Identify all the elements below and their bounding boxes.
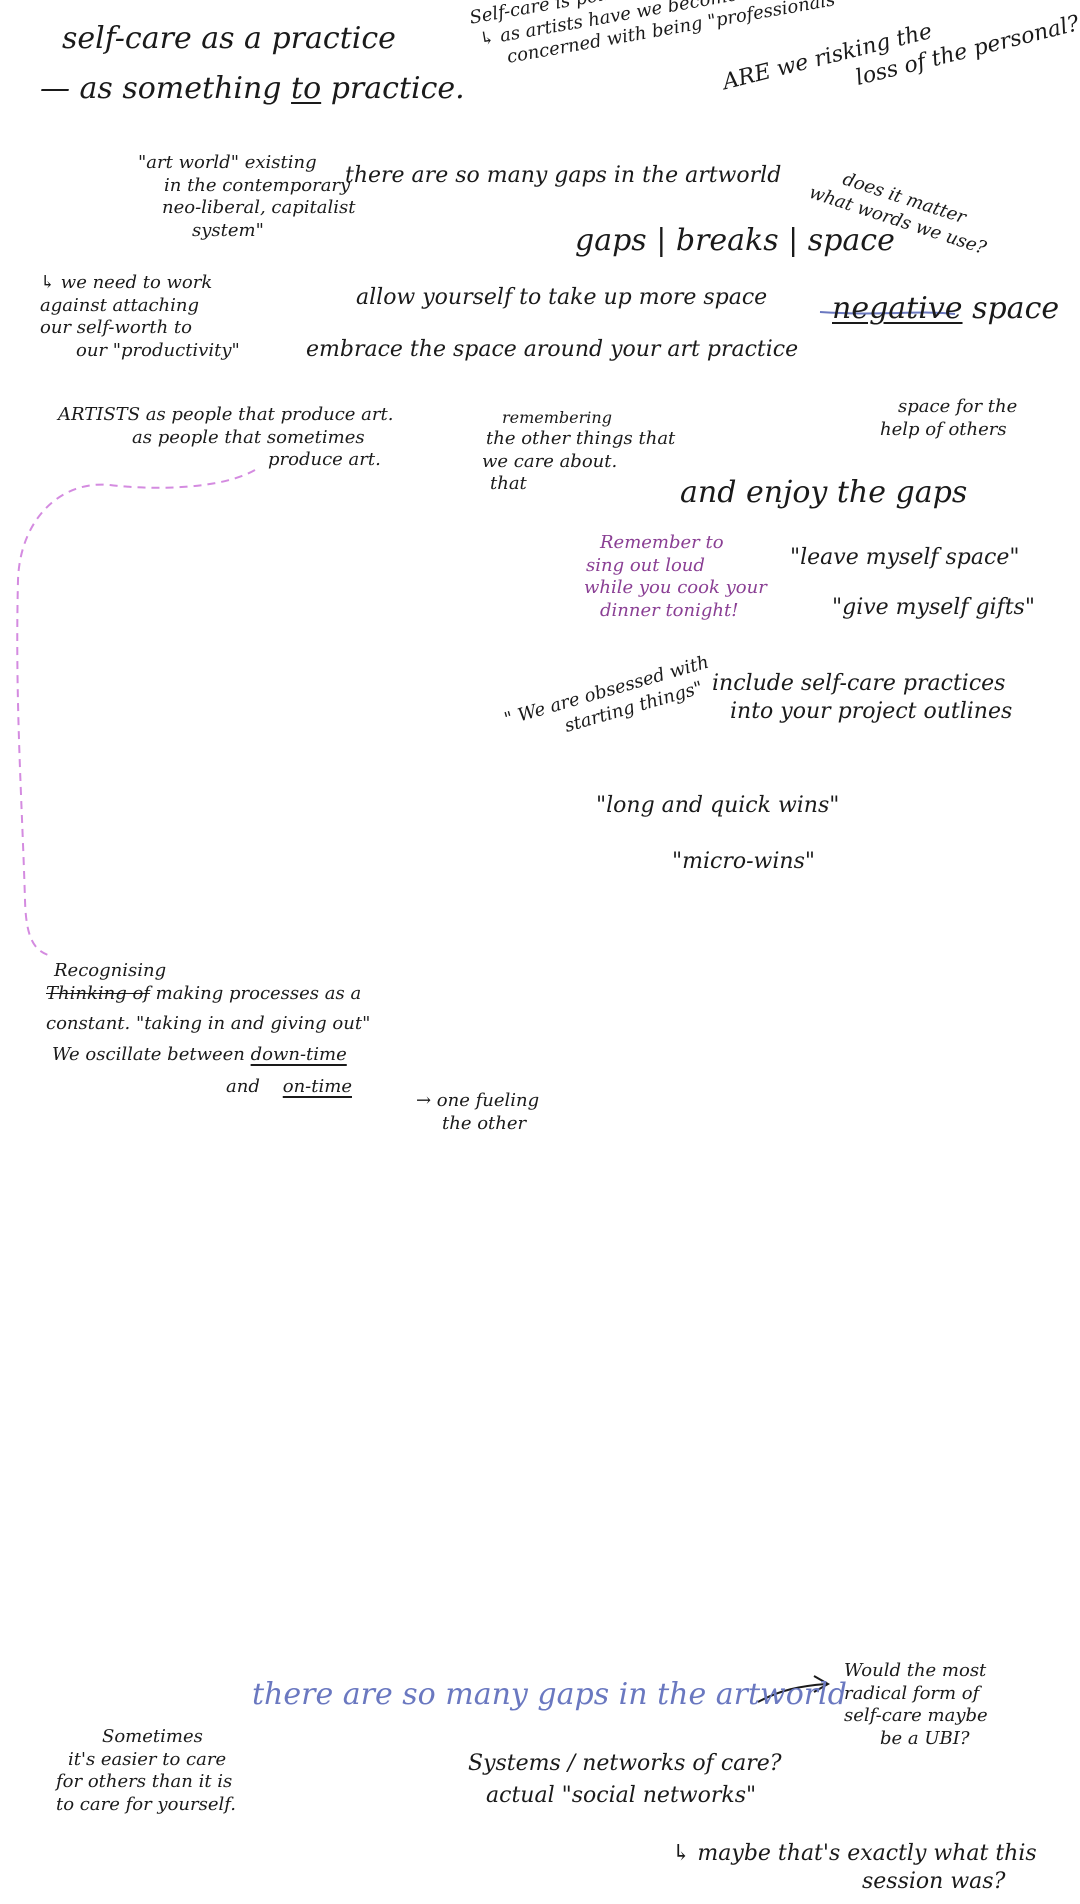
enjoy-the-gaps-note: and enjoy the gaps (680, 475, 968, 510)
embrace-space-note: embrace the space around your art practi… (306, 337, 799, 362)
give-myself-gifts-note: "give myself gifts" (832, 595, 1035, 620)
self-worth-note: ↳ we need to work against attaching our … (40, 272, 240, 361)
on-time-label: on-time (282, 1076, 352, 1097)
negative-space-note: negative space (832, 290, 1059, 328)
ubi-note: Would the most radical form of self-care… (844, 1660, 988, 1749)
session-note: ↳ maybe that's exactly what this session… (672, 1841, 1037, 1894)
dashed-connector-line (16, 469, 256, 956)
long-quick-wins-note: "long and quick wins" (596, 793, 840, 818)
help-of-others-note: space for the help of others (880, 396, 1018, 440)
artists-note: ARTISTS as people that produce art. as p… (58, 404, 394, 470)
sometimes-note: Sometimes it's easier to care for others… (56, 1726, 236, 1815)
take-up-space-note: allow yourself to take up more space (356, 285, 768, 310)
gaps-in-artworld-blue-note: there are so many gaps in the artworld (252, 1677, 847, 1712)
leave-myself-space-note: "leave myself space" (790, 545, 1020, 570)
down-time-label: down-time (250, 1043, 347, 1065)
art-world-note: "art world" existing in the contemporary… (138, 152, 356, 241)
remembering-note: remembering the other things that we car… (482, 408, 676, 494)
gaps-breaks-space-note: gaps | breaks | space (575, 223, 895, 258)
sing-out-loud-note: Remember to sing out loud while you cook… (584, 532, 767, 621)
obsessed-starting-things-note: " We are obsessed with starting things" (502, 651, 712, 737)
negative-word: negative (832, 291, 963, 326)
space-word: space (972, 291, 1060, 326)
underlined-to: to (291, 71, 322, 106)
systems-of-care-note: Systems / networks of care? actual "soci… (468, 1751, 782, 1808)
self-care-practice-title: self-care as a practice (62, 21, 396, 56)
recognising-note: Recognising Thinking of making processes… (46, 960, 371, 1097)
self-care-practice-subtitle: — as something to practice. (40, 71, 465, 106)
struck-text: Thinking of (46, 982, 150, 1004)
include-self-care-note: include self-care practices into your pr… (712, 671, 1013, 724)
micro-wins-note: "micro-wins" (672, 849, 815, 874)
gaps-in-artworld-note: there are so many gaps in the artworld (345, 163, 782, 188)
one-fueling-note: → one fueling the other (416, 1090, 540, 1134)
